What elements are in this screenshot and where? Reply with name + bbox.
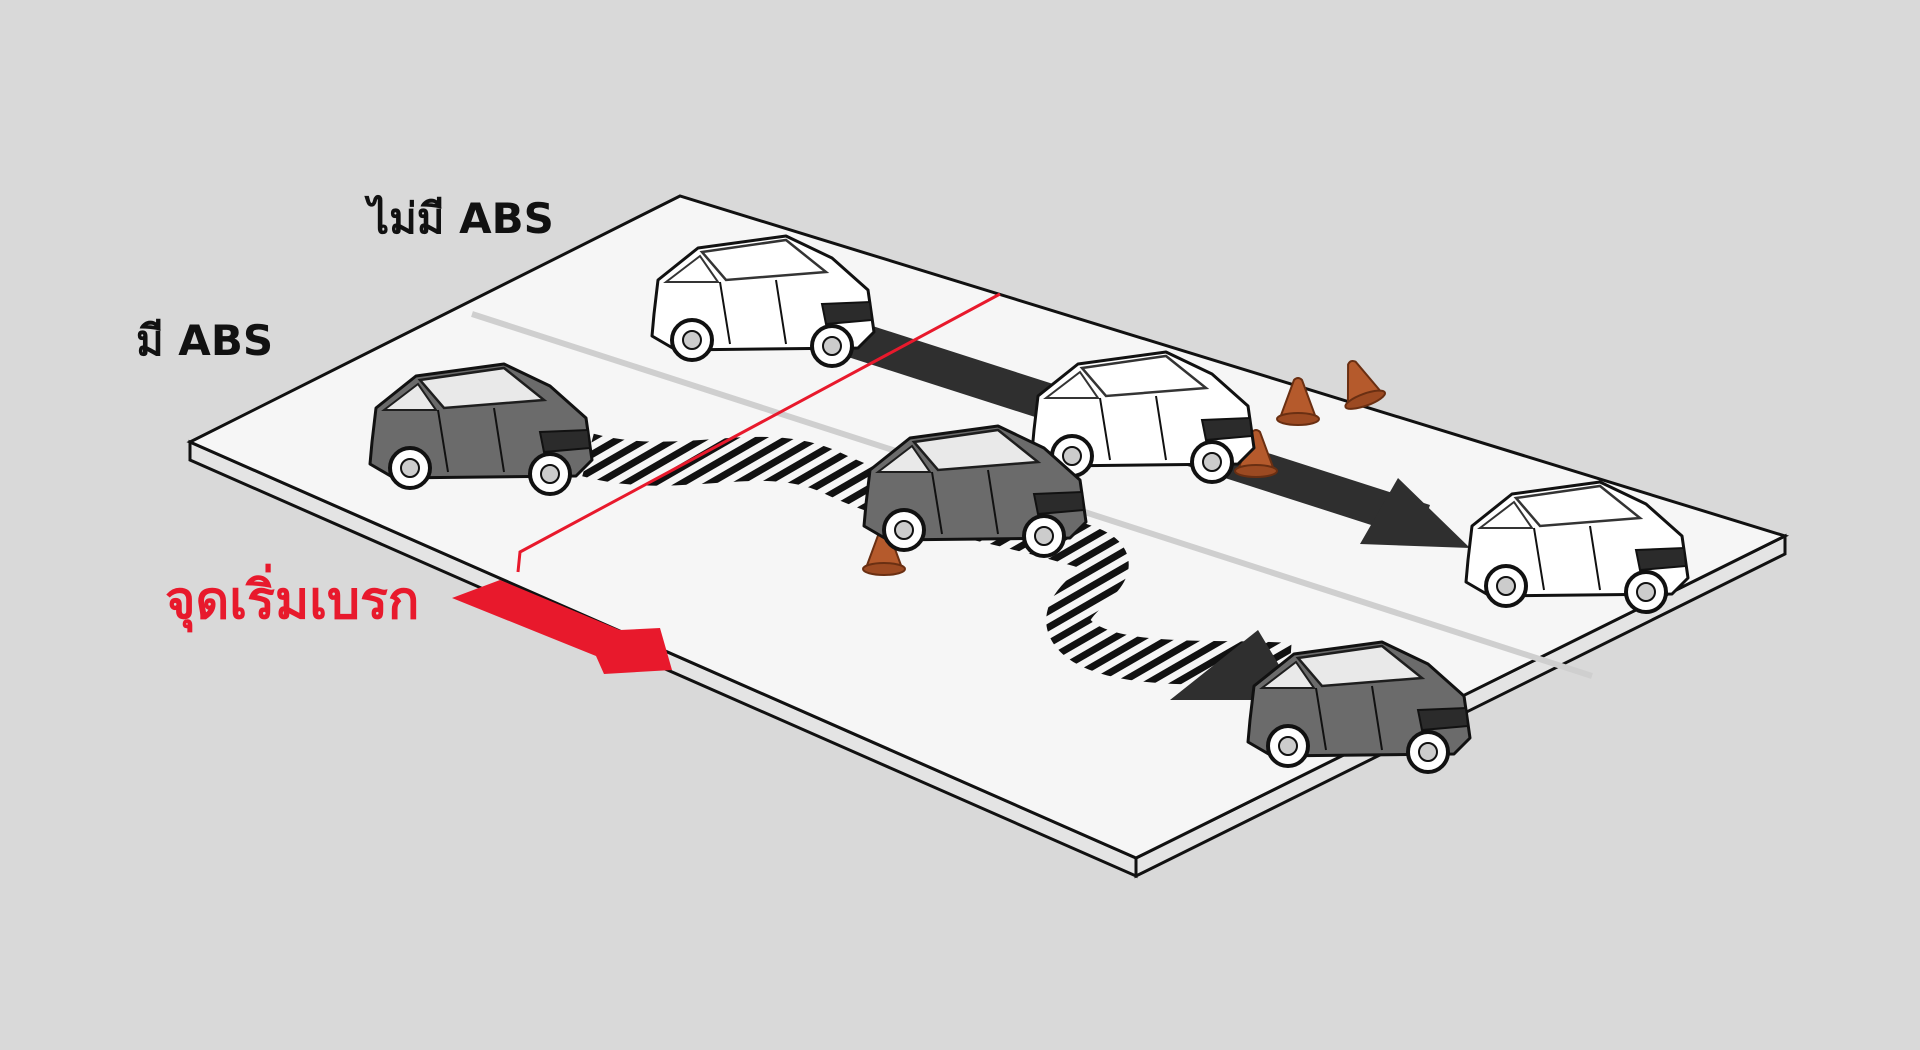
brake-direction-arrow (452, 580, 672, 674)
brake-start-line (516, 292, 1001, 573)
label-brake-start-point: จุดเริ่มเบรก (165, 571, 420, 631)
label-without-abs: ไม่มี ABS (368, 194, 554, 243)
label-with-abs: มี ABS (136, 316, 274, 365)
